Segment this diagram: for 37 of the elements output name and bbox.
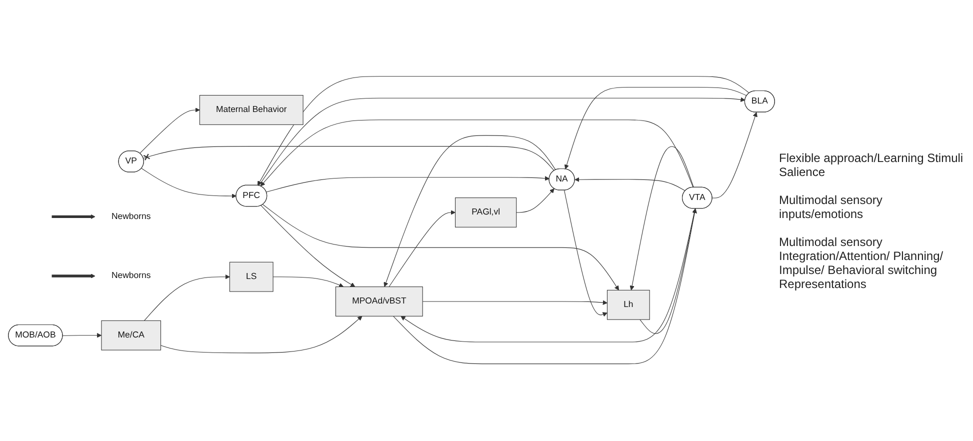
node-box: MPOAd/vBST [335,286,423,317]
arrow [393,208,697,364]
arrow [712,112,758,199]
arrow [260,206,356,288]
node-box: LS [229,262,274,292]
arrow [630,146,694,291]
arrow [388,210,456,288]
arrow [258,98,746,186]
arrow [62,333,102,338]
node-box: PAGl,vl [455,198,517,228]
annotation-note: Multimodal sensory inputs/emotions [779,192,884,220]
node-box: Me/CA [101,320,162,351]
arrow [516,188,554,214]
annotation-note: Flexible approach/Learning Stimuli Salience [779,150,964,178]
arrow [262,204,620,291]
connector [143,146,554,172]
arrow [160,316,362,354]
arrow [144,274,230,322]
arrow [564,190,608,318]
arrow [52,214,96,220]
node-text: Newborns [112,272,151,281]
node-text: Newborns [112,212,151,222]
node-box: Maternal Behavior [199,95,304,126]
arrow [272,276,344,288]
arrow [564,87,748,170]
arrow [257,76,750,186]
arrow [260,120,694,188]
arrow [141,168,236,199]
arrow [640,208,697,334]
arrow [266,176,550,193]
arrow [140,108,200,154]
annotation-note: Multimodal sensory Integration/Attention/ Planning/ Impulse/ Behavioral switching Representations [779,234,944,290]
arrow [574,178,686,192]
arrow [422,300,608,306]
arrow [52,274,96,279]
node-box: Lh [606,290,650,320]
arrow [384,136,556,288]
